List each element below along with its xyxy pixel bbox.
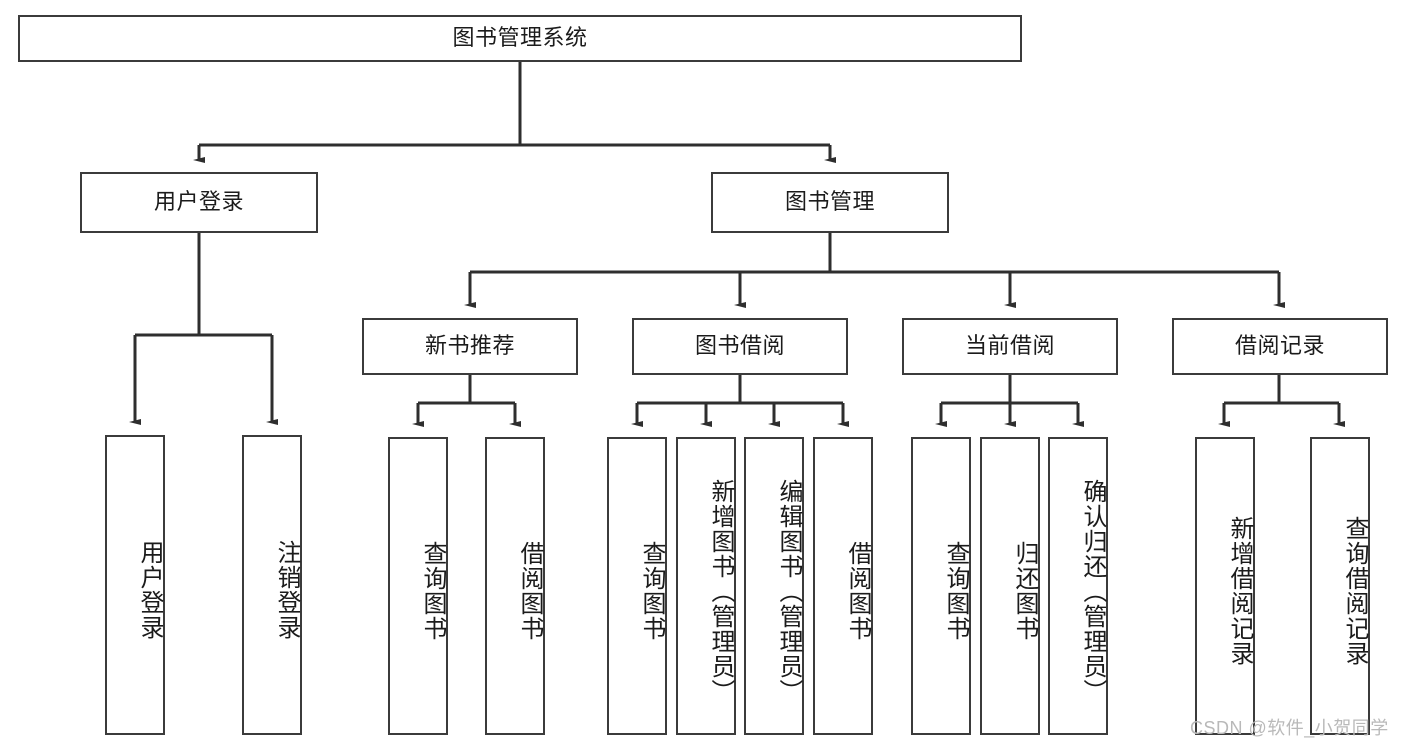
node-book-manage-label: 图书管理 <box>784 189 875 215</box>
leaf-book-borrow-1[interactable]: 新增图书（管理员） <box>676 437 736 735</box>
node-user-login[interactable]: 用户登录 <box>80 172 318 233</box>
leaf-label: 查询借阅记录 <box>1341 516 1368 666</box>
leaf-label: 借阅图书 <box>516 541 543 641</box>
leaf-current-borrow-1[interactable]: 归还图书 <box>980 437 1040 735</box>
leaf-label: 用户登录 <box>136 540 163 640</box>
leaf-label: 查询图书 <box>942 541 969 641</box>
leaf-new-book-rec-0[interactable]: 查询图书 <box>388 437 448 735</box>
leaf-label: 新增图书（管理员） <box>707 478 734 704</box>
node-book-borrow-label: 图书借阅 <box>694 333 785 359</box>
leaf-current-borrow-2[interactable]: 确认归还（管理员） <box>1048 437 1108 735</box>
leaf-user-login-1[interactable]: 注销登录 <box>242 435 302 735</box>
leaf-label: 归还图书 <box>1011 541 1038 641</box>
leaf-label: 注销登录 <box>273 540 300 640</box>
node-user-login-label: 用户登录 <box>153 189 244 215</box>
node-new-book-rec[interactable]: 新书推荐 <box>362 318 578 375</box>
leaf-book-borrow-0[interactable]: 查询图书 <box>607 437 667 735</box>
leaf-user-login-0[interactable]: 用户登录 <box>105 435 165 735</box>
leaf-borrow-record-0[interactable]: 新增借阅记录 <box>1195 437 1255 735</box>
node-root-label: 图书管理系统 <box>452 25 588 51</box>
leaf-current-borrow-0[interactable]: 查询图书 <box>911 437 971 735</box>
leaf-new-book-rec-1[interactable]: 借阅图书 <box>485 437 545 735</box>
node-book-borrow[interactable]: 图书借阅 <box>632 318 848 375</box>
leaf-label: 查询图书 <box>638 541 665 641</box>
leaf-label: 借阅图书 <box>844 541 871 641</box>
leaf-label: 确认归还（管理员） <box>1079 478 1106 704</box>
node-borrow-record-label: 借阅记录 <box>1234 333 1325 359</box>
node-root[interactable]: 图书管理系统 <box>18 15 1022 62</box>
node-book-manage[interactable]: 图书管理 <box>711 172 949 233</box>
node-current-borrow-label: 当前借阅 <box>964 333 1055 359</box>
leaf-book-borrow-3[interactable]: 借阅图书 <box>813 437 873 735</box>
leaf-borrow-record-1[interactable]: 查询借阅记录 <box>1310 437 1370 735</box>
node-current-borrow[interactable]: 当前借阅 <box>902 318 1118 375</box>
leaf-label: 新增借阅记录 <box>1226 516 1253 666</box>
leaf-book-borrow-2[interactable]: 编辑图书（管理员） <box>744 437 804 735</box>
node-new-book-rec-label: 新书推荐 <box>424 333 515 359</box>
node-borrow-record[interactable]: 借阅记录 <box>1172 318 1388 375</box>
leaf-label: 查询图书 <box>419 541 446 641</box>
leaf-label: 编辑图书（管理员） <box>775 478 802 704</box>
csdn-watermark: CSDN @软件_小贺同学 <box>1190 718 1389 738</box>
